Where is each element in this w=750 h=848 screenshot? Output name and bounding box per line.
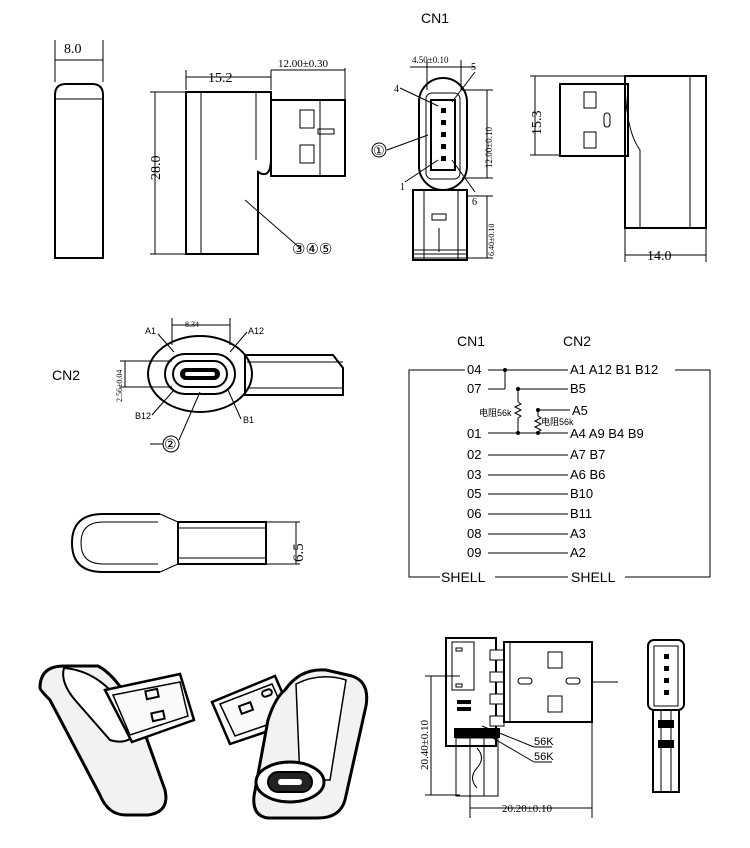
- row-right-a7: A7 B7: [570, 447, 605, 462]
- wiring-header-right: CN2: [563, 333, 591, 349]
- front-right-dim: 12.00±0.10: [484, 127, 494, 168]
- row-left-01: 01: [467, 426, 481, 441]
- pcb-width-dim: 20.20±0.10: [502, 803, 553, 815]
- row-left-05: 05: [467, 486, 481, 501]
- pcb-r2-label: 56K: [534, 751, 554, 763]
- end-view: [647, 639, 685, 793]
- callout-345: ③④⑤: [292, 242, 332, 258]
- pcb-view: 20.40±0.10 56K 56K 20.20±0.10: [419, 637, 618, 818]
- row-left-02: 02: [467, 447, 481, 462]
- front-ref-1: ①: [373, 143, 385, 158]
- front-pin-6: 6: [472, 197, 477, 208]
- row-left-03: 03: [467, 467, 481, 482]
- front-pin-5: 5: [471, 62, 476, 73]
- row-left-09: 09: [467, 545, 481, 560]
- dim-side-label: 15.2: [208, 71, 233, 86]
- dim-rear-width: 14.0: [647, 249, 672, 264]
- resistor-2-label: 电阻56k: [541, 416, 574, 427]
- row-right-b11: B11: [570, 506, 592, 521]
- row-right-a2: A2: [570, 545, 586, 560]
- cn2-pin-b12: B12: [135, 411, 151, 421]
- cn2-pin-b1: B1: [243, 415, 254, 425]
- row-right-a1: A1 A12 B1 B12: [570, 362, 658, 377]
- row-right-b10: B10: [570, 486, 593, 501]
- front-pin-1: 1: [400, 182, 405, 193]
- row-right-a6: A6 B6: [570, 467, 605, 482]
- dim-plug-length-label: 12.00±0.30: [278, 58, 329, 70]
- cn2-label: CN2: [52, 367, 80, 383]
- cn1-title: CN1: [421, 10, 449, 26]
- side-view-main: 15.2 12.00±0.30 28.0 ③④⑤: [149, 58, 346, 258]
- resistor-1-label: 电阻56k: [479, 407, 512, 418]
- cn2-ref-2: ②: [164, 438, 177, 453]
- row-left-04: 04: [467, 362, 481, 377]
- dim-width-label: 8.0: [64, 42, 82, 57]
- wiring-table: CN1 CN2 SHELL SHELL 04 A1 A12 B1 B12 07 …: [408, 333, 711, 585]
- pcb-height-dim: 20.40±0.10: [419, 719, 431, 770]
- cn2-width-dim: 8.34: [185, 320, 199, 329]
- row-left-07: 07: [467, 381, 481, 396]
- cn2-pin-a1: A1: [145, 326, 156, 336]
- cn2-face-view: CN2 8.34 A1 A12 2.56±0.04 B12 B1 ②: [52, 318, 344, 453]
- render-3d-right: [210, 668, 369, 820]
- shell-right: SHELL: [571, 569, 616, 585]
- wiring-header-left: CN1: [457, 333, 485, 349]
- side-view-narrow: 8.0: [54, 40, 104, 259]
- front-pin-4: 4: [394, 84, 399, 95]
- cn2-pin-a12: A12: [248, 326, 264, 336]
- shell-left: SHELL: [441, 569, 486, 585]
- front-cable-dim: 6.40±0.10: [487, 224, 496, 256]
- cn2-thickness-dim: 6.5: [291, 543, 307, 562]
- rear-view: 15.3 14.0: [530, 75, 707, 264]
- row-right-a5: A5: [572, 403, 588, 418]
- row-left-06: 06: [467, 506, 481, 521]
- dim-height-label: 28.0: [149, 156, 164, 181]
- front-top-dim: 4.50±0.10: [412, 55, 449, 65]
- cn2-height-dim: 2.56±0.04: [115, 370, 124, 402]
- pcb-r1-label: 56K: [534, 736, 554, 748]
- render-3d-left: [38, 664, 196, 817]
- row-left-08: 08: [467, 526, 481, 541]
- cn2-side-view: 6.5: [70, 513, 307, 573]
- dim-rear-height: 15.3: [530, 111, 545, 136]
- row-right-b5: B5: [570, 381, 586, 396]
- front-view: 4.50±0.10 4 5 ① 1 6 12.00±0.10 6: [371, 55, 496, 261]
- row-right-a3: A3: [570, 526, 586, 541]
- row-right-a4: A4 A9 B4 B9: [570, 426, 644, 441]
